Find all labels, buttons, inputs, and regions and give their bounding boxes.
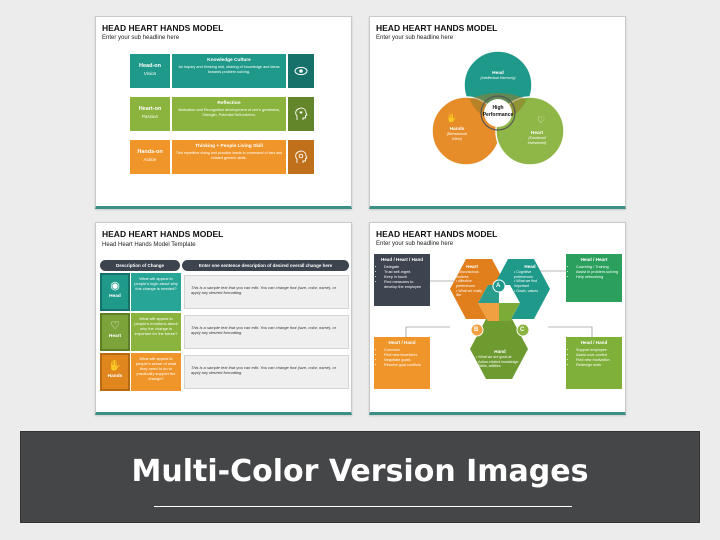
marker-b: B [474, 327, 479, 333]
venn-diagram [431, 50, 565, 166]
slide-title: HEAD HEART HANDS MODEL [376, 23, 498, 33]
row-text[interactable]: This is a sample text that you can edit.… [184, 275, 349, 309]
slide-subtitle: Enter your sub headline here [376, 35, 454, 41]
row-hands-cell: ✋Hands [100, 353, 130, 391]
head-icon: ◉ [110, 280, 120, 292]
eye-icon [288, 54, 314, 88]
heart-hex-text: Heart • Unconscious motives • Affective … [456, 264, 482, 298]
slide-thumbnail-1[interactable]: HEAD HEART HANDS MODEL Enter your sub he… [95, 16, 352, 209]
slide-title: HEAD HEART HANDS MODEL [102, 23, 224, 33]
hexagon-diagram [405, 259, 593, 379]
hand-icon: ✋ [446, 113, 458, 123]
row-head-cell: ◉Head [100, 273, 130, 311]
slide-subtitle: Head Heart Hands Model Template [102, 242, 196, 248]
head-hex-text: Head • Cognitive preferences • What we f… [514, 264, 539, 293]
marker-a: A [496, 283, 501, 289]
venn-center-label: High Performance [482, 105, 514, 118]
row-text[interactable]: This is a sample text that you can edit.… [184, 315, 349, 349]
banner-title: Multi-Color Version Images [131, 454, 589, 489]
box-head-heart-hand: Head / Heart / Hand Delegate Trust self-… [374, 254, 430, 306]
slide-subtitle: Enter your sub headline here [102, 35, 180, 41]
heart-head-icon [288, 97, 314, 131]
hand-icon: ✋ [108, 360, 122, 372]
heart-icon: ♡ [110, 320, 120, 332]
marker-c: C [520, 327, 525, 333]
box-head-hand: Head / Hand Support employee Assist over… [566, 337, 622, 389]
title-banner: Multi-Color Version Images [20, 431, 700, 523]
table-row: ◉Head What will appeal to people's logic… [100, 273, 349, 311]
venn-hands-label: Hands(Behavioural Effort) [446, 127, 468, 141]
hand-hex-text: Hand • What we are good at • Action-rela… [476, 349, 519, 369]
slide-title: HEAD HEART HANDS MODEL [376, 229, 498, 239]
box-heart-hand: Heart / Hand Convince Find new incentive… [374, 337, 430, 389]
table-row: ♡Heart What will appeal to people's emot… [100, 313, 349, 351]
gear-head-icon [288, 140, 314, 174]
row-question: What will appeal to people's logic about… [131, 273, 181, 311]
venn-heart-label: Heart(Emotional Investment) [527, 131, 547, 145]
banner-divider [154, 506, 572, 507]
venn-head-label: Head(Intellectual Harmony) [480, 71, 516, 80]
row-question: What will appeal to people's sense of wh… [131, 353, 181, 391]
slide-subtitle: Enter your sub headline here [376, 241, 454, 247]
table-row: ✋Hands What will appeal to people's sens… [100, 353, 349, 391]
box-head-heart: Head / Heart Coaching / Training Assist … [566, 254, 622, 302]
slide-thumbnail-3[interactable]: HEAD HEART HANDS MODEL Head Heart Hands … [95, 222, 352, 415]
slide-title: HEAD HEART HANDS MODEL [102, 229, 224, 239]
slide-thumbnail-2[interactable]: HEAD HEART HANDS MODEL Enter your sub he… [369, 16, 626, 209]
row-heart-cell: ♡Heart [100, 313, 130, 351]
heart-icon: ♡ [537, 115, 546, 125]
column-header-change: Enter one sentence description of desire… [182, 260, 349, 271]
column-header-description: Description of Change [100, 260, 180, 271]
row-question: What will appeal to people's emotions ab… [131, 313, 181, 351]
slide-thumbnail-4[interactable]: HEAD HEART HANDS MODEL Enter your sub he… [369, 222, 626, 415]
row-text[interactable]: This is a sample text that you can edit.… [184, 355, 349, 389]
